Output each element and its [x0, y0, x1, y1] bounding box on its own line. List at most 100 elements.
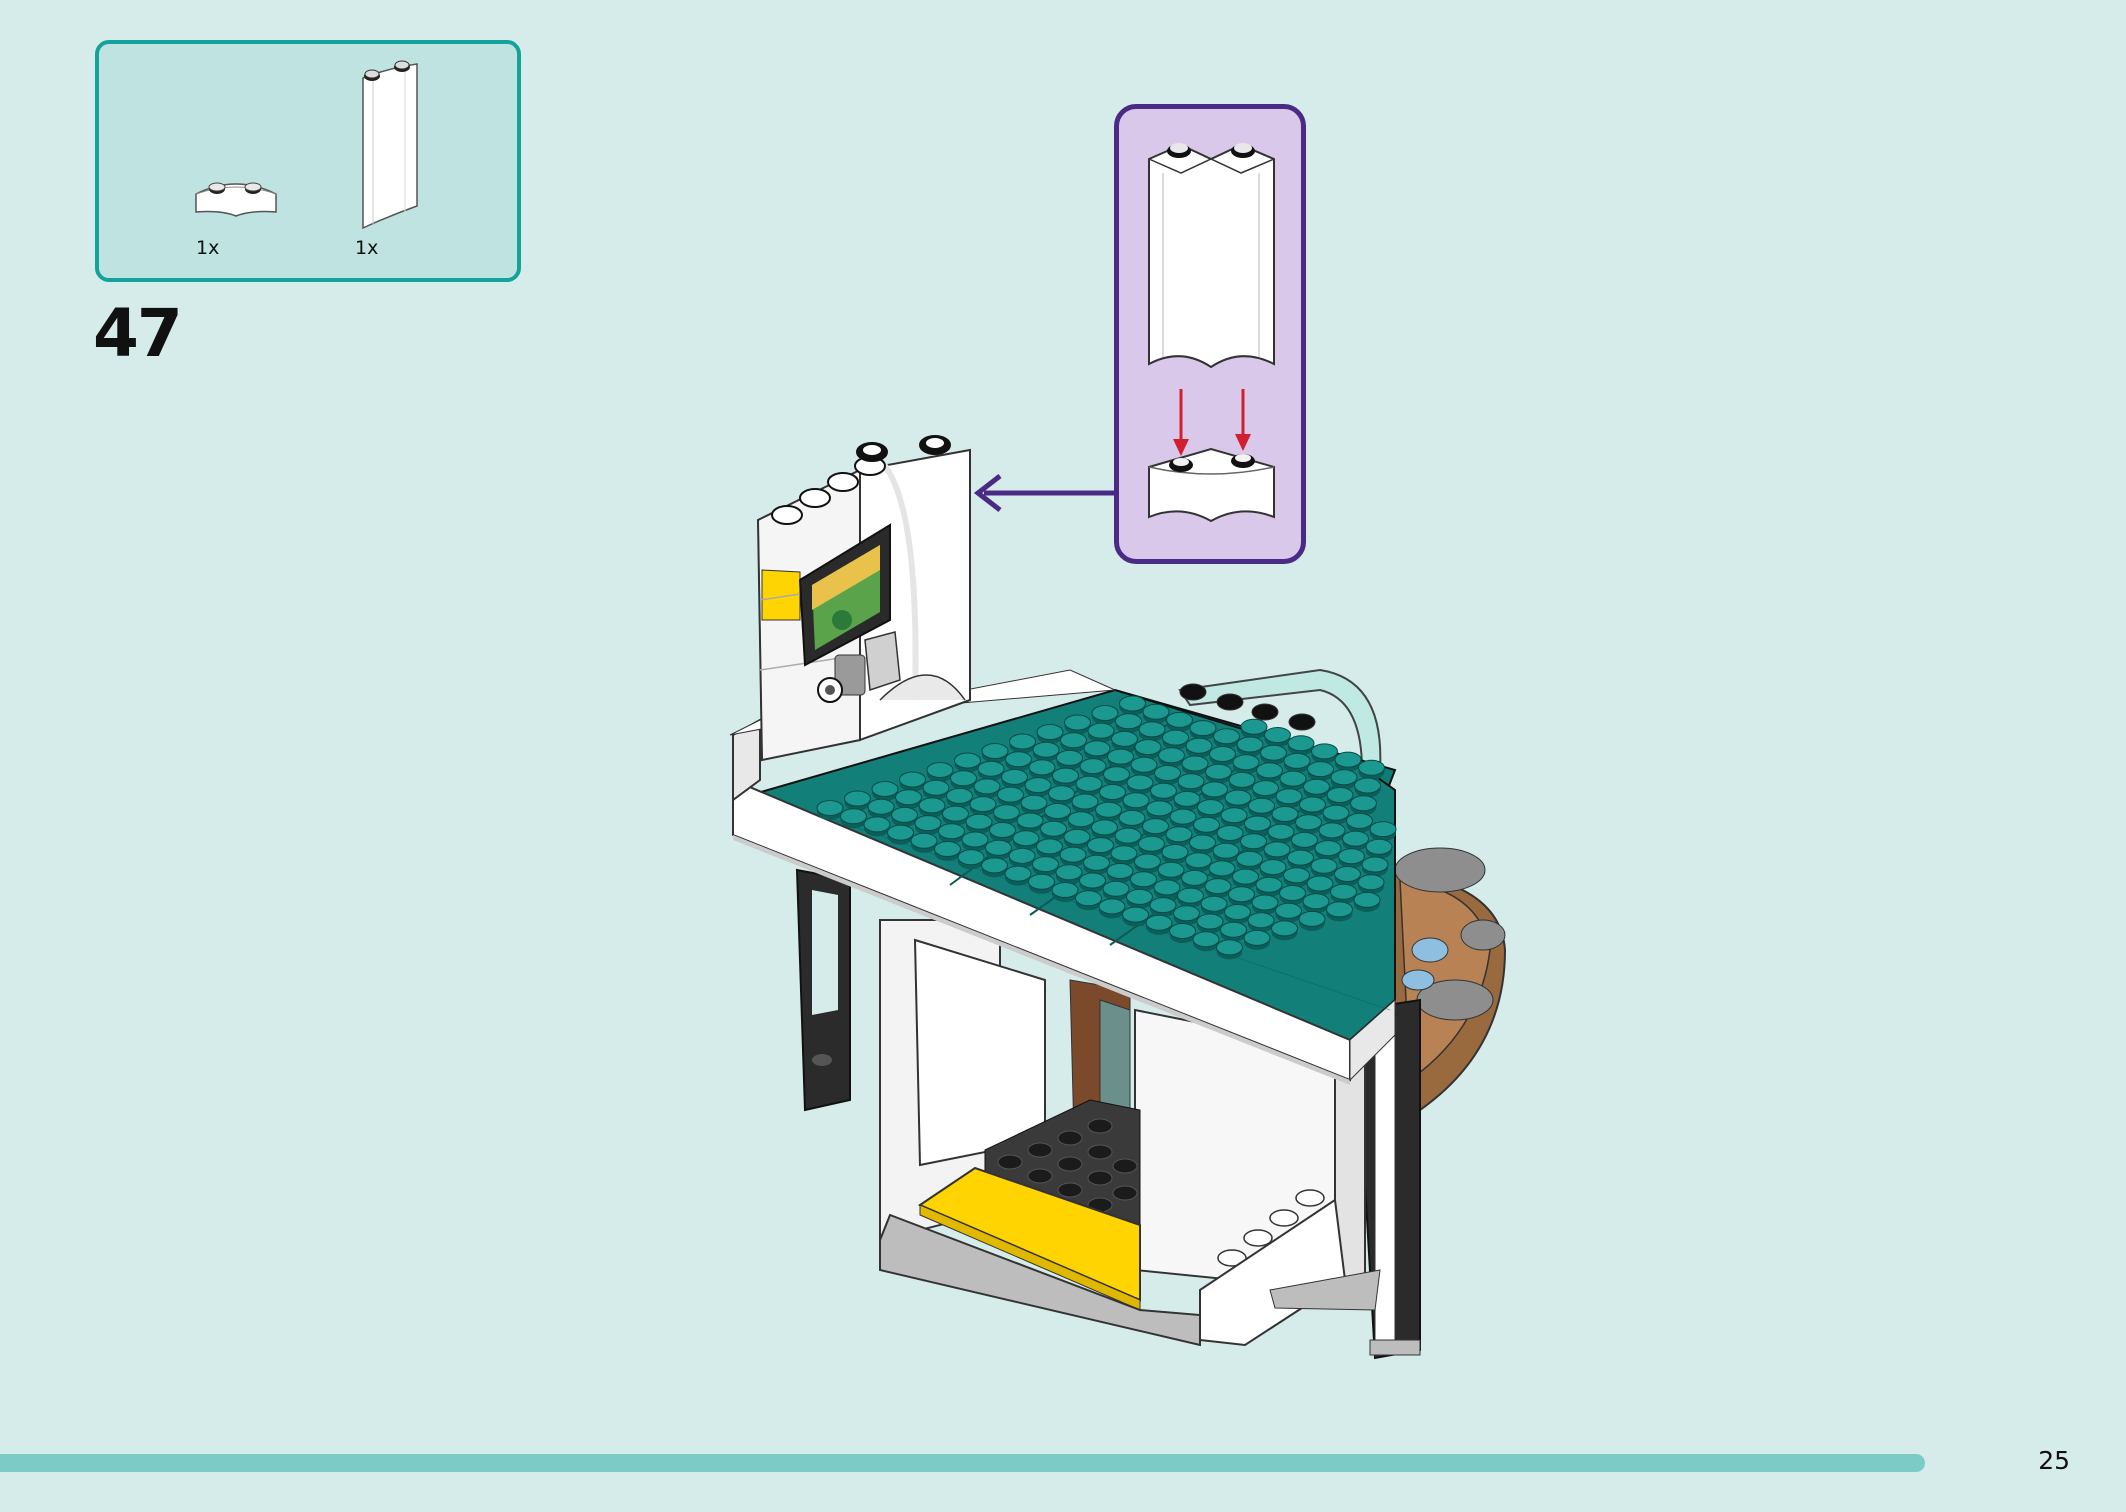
stud-top [910, 832, 938, 849]
stud-top [1091, 705, 1119, 721]
stud-top [1346, 812, 1373, 829]
stud-top [1098, 898, 1126, 915]
stud-top [1099, 784, 1126, 800]
stud-top [1075, 775, 1103, 792]
white-curved-panel-tall-icon [362, 60, 418, 230]
stud-top [1153, 879, 1181, 896]
stud-top [1306, 875, 1334, 892]
stud-top [922, 779, 950, 796]
stud-top [887, 824, 914, 841]
stud-top [1236, 736, 1264, 753]
stud-top [1314, 840, 1342, 857]
stud-top [954, 752, 981, 769]
stud-top [1138, 721, 1166, 738]
stud-top [1369, 821, 1397, 838]
stud-top [1110, 845, 1138, 862]
stud-top [1200, 895, 1228, 912]
stud-top [1208, 860, 1236, 877]
stud-top [1111, 730, 1138, 747]
stud-top [1126, 888, 1153, 905]
stud-top [863, 816, 891, 833]
stud-top [1334, 866, 1361, 882]
stud-top [1064, 714, 1091, 731]
stud-top [1354, 777, 1381, 794]
stud-top [1166, 711, 1193, 728]
stud-top [1122, 906, 1149, 923]
stud-top [957, 849, 985, 866]
stud-top [1204, 878, 1232, 895]
stud-top [1001, 768, 1028, 785]
stud-top [1196, 913, 1224, 930]
stud-top [1055, 864, 1083, 881]
stud-top [1267, 823, 1295, 840]
stud-top [934, 841, 961, 857]
stud-top [938, 823, 965, 840]
stud-top [1158, 747, 1185, 764]
stud-top [1185, 737, 1213, 754]
stud-top [1107, 748, 1134, 765]
stud-top [1063, 828, 1091, 845]
stud-top [1212, 842, 1240, 859]
stud-top [1114, 827, 1142, 844]
stud-top [1036, 724, 1064, 740]
stud-top [1259, 859, 1287, 876]
stud-top [867, 798, 895, 815]
stud-top [1220, 921, 1247, 938]
stud-top [1161, 844, 1189, 860]
stud-top [1255, 876, 1283, 893]
stud-top [1361, 856, 1389, 873]
stud-top [1028, 759, 1056, 776]
stud-top [1189, 834, 1216, 851]
stud-top [1310, 857, 1338, 874]
stud-top [1145, 914, 1173, 931]
stud-top [1216, 939, 1243, 956]
stud-top [1181, 755, 1209, 772]
stud-top [1201, 781, 1228, 798]
stud-top [1236, 850, 1263, 867]
stud-top [1028, 873, 1055, 890]
stud-top [1009, 733, 1036, 750]
stud-top [1008, 847, 1036, 864]
stud-top [1311, 743, 1338, 760]
stud-top [1126, 774, 1154, 791]
stud-top [840, 808, 867, 825]
stud-top [1287, 735, 1315, 752]
stud-top [1330, 769, 1358, 786]
stud-top [1263, 841, 1291, 858]
stud-top [1048, 785, 1075, 802]
stud-top [1216, 825, 1244, 841]
stud-top [969, 796, 997, 813]
stud-top [1256, 762, 1283, 779]
white-curved-brick-2x2-icon [195, 182, 277, 217]
stud-top [1071, 793, 1099, 810]
stud-top [1087, 722, 1115, 739]
stud-top [1244, 815, 1271, 832]
stud-top [993, 804, 1020, 821]
part-quantity: 1x [196, 237, 220, 259]
stud-top [1334, 751, 1362, 768]
stud-top [1024, 777, 1052, 794]
stud-top [1240, 833, 1267, 850]
stud-top [1173, 790, 1201, 807]
stud-top [1247, 912, 1275, 929]
stud-top [1060, 732, 1087, 749]
stud-top [1138, 835, 1165, 852]
stud-top [1307, 761, 1334, 778]
stud-top [1279, 885, 1306, 901]
stud-top [1365, 838, 1393, 855]
stud-top [1036, 838, 1063, 855]
stud-top [1358, 759, 1385, 776]
stud-top [1326, 901, 1353, 918]
stud-top [973, 778, 1001, 795]
stud-top [1275, 902, 1302, 919]
stud-top [1012, 830, 1040, 847]
stud-top [1122, 792, 1150, 809]
stud-top [1146, 800, 1173, 817]
roof-studs [816, 695, 1397, 960]
stud-top [871, 781, 899, 797]
stud-top [816, 800, 844, 816]
stud-top [1243, 929, 1271, 946]
stud-top [1342, 830, 1369, 847]
stud-top [1326, 787, 1354, 803]
